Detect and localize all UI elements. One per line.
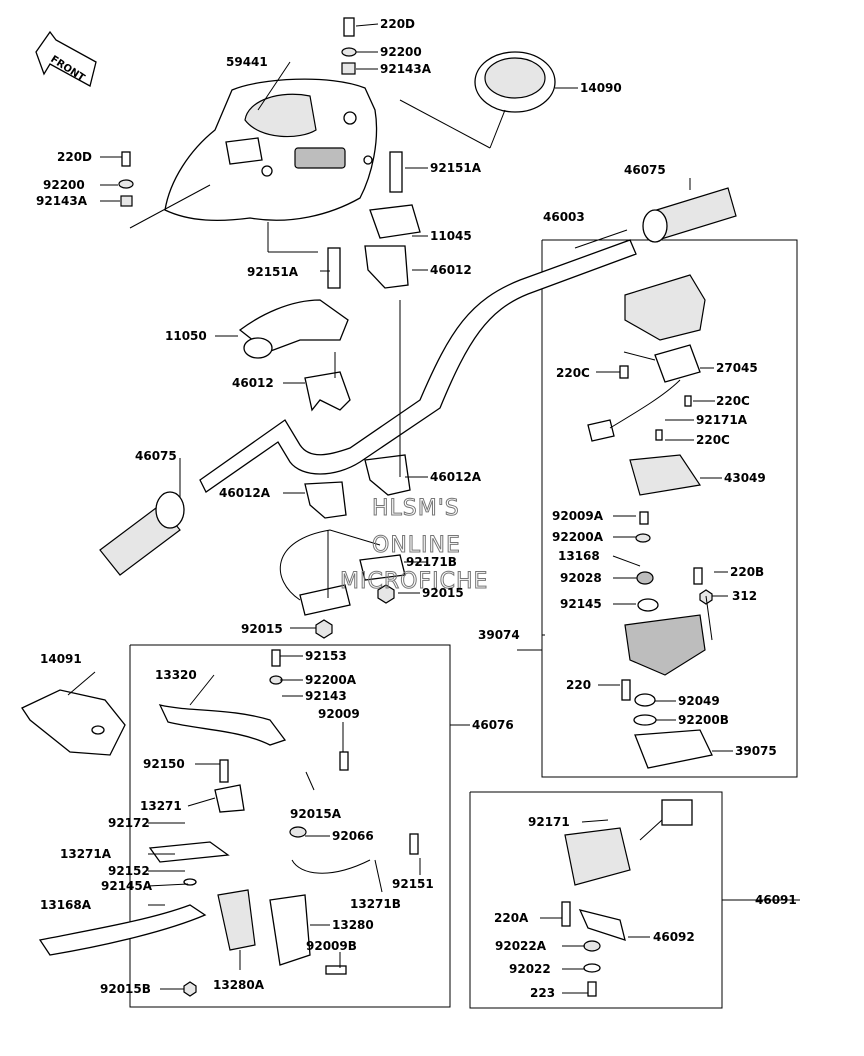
part-label-312: 312 bbox=[732, 589, 757, 603]
left-switch-housing bbox=[564, 799, 693, 941]
part-label-11045: 11045 bbox=[430, 229, 472, 243]
part-label-13271b: 13271B bbox=[350, 897, 401, 911]
part-label-220: 220 bbox=[566, 678, 591, 692]
part-label-46012a-right: 46012A bbox=[430, 470, 482, 484]
part-label-220d-top: 220D bbox=[380, 17, 415, 31]
part-label-14090: 14090 bbox=[580, 81, 622, 95]
part-label-92022a: 92022A bbox=[495, 939, 547, 953]
part-label-92028: 92028 bbox=[560, 571, 602, 585]
part-label-92015a: 92015A bbox=[290, 807, 342, 821]
fasteners bbox=[118, 17, 713, 997]
part-label-92171a: 92171A bbox=[696, 413, 748, 427]
part-label-223: 223 bbox=[530, 986, 555, 1000]
part-label-46012a-left: 46012A bbox=[219, 486, 271, 500]
part-label-92009b: 92009B bbox=[306, 939, 357, 953]
part-label-92022: 92022 bbox=[509, 962, 551, 976]
part-label-92009a: 92009A bbox=[552, 509, 604, 523]
bracket-and-cable bbox=[279, 529, 406, 639]
part-label-220c-left: 220C bbox=[556, 366, 590, 380]
part-label-43049: 43049 bbox=[724, 471, 766, 485]
part-label-92015b: 92015B bbox=[100, 982, 151, 996]
part-label-13320: 13320 bbox=[155, 668, 197, 682]
part-label-92066: 92066 bbox=[332, 829, 374, 843]
part-label-92153: 92153 bbox=[305, 649, 347, 663]
group-box-39074 bbox=[541, 239, 798, 778]
part-label-92152: 92152 bbox=[108, 864, 150, 878]
part-label-59441: 59441 bbox=[226, 55, 268, 69]
watermark-line-2: ONLINE bbox=[372, 533, 461, 558]
part-label-92015-left: 92015 bbox=[241, 622, 283, 636]
part-label-46076: 46076 bbox=[472, 718, 514, 732]
part-label-92151a-mid: 92151A bbox=[247, 265, 299, 279]
leader-lines bbox=[67, 23, 800, 994]
group-box-46091 bbox=[469, 791, 723, 1009]
part-label-220b: 220B bbox=[730, 565, 764, 579]
part-label-46091: 46091 bbox=[755, 893, 797, 907]
part-label-46012-top: 46012 bbox=[430, 263, 472, 277]
clutch-lever-assembly bbox=[38, 704, 371, 966]
part-label-92200-top: 92200 bbox=[380, 45, 422, 59]
front-arrow-icon: FRONT bbox=[35, 30, 97, 87]
emblem-cap bbox=[474, 51, 556, 113]
part-label-220a: 220A bbox=[494, 911, 529, 925]
handlebar-pipe bbox=[199, 239, 637, 493]
part-label-13280a: 13280A bbox=[213, 978, 265, 992]
part-label-92172: 92172 bbox=[108, 816, 150, 830]
cover-14091 bbox=[21, 689, 126, 756]
part-label-92145a: 92145A bbox=[101, 879, 153, 893]
group-box-46076 bbox=[129, 644, 451, 1008]
part-label-92009: 92009 bbox=[318, 707, 360, 721]
part-labels: 220D 92200 92143A 59441 14090 220D 92200 92143A… bbox=[36, 17, 797, 1000]
watermark-line-1: HLSM'S bbox=[372, 496, 460, 521]
part-label-92200b: 92200B bbox=[678, 713, 729, 727]
watermark: HLSM'S ONLINE MICROFICHE bbox=[340, 496, 488, 595]
part-label-92049: 92049 bbox=[678, 694, 720, 708]
part-label-13168: 13168 bbox=[558, 549, 600, 563]
part-label-13280: 13280 bbox=[332, 918, 374, 932]
part-label-92200-left: 92200 bbox=[43, 178, 85, 192]
part-label-92145: 92145 bbox=[560, 597, 602, 611]
part-label-92151a-top: 92151A bbox=[430, 161, 482, 175]
part-label-92151: 92151 bbox=[392, 877, 434, 891]
part-label-46075-right: 46075 bbox=[624, 163, 666, 177]
part-label-92200a-left: 92200A bbox=[305, 673, 357, 687]
part-label-46012-mid: 46012 bbox=[232, 376, 274, 390]
part-label-92015-right: 92015 bbox=[422, 586, 464, 600]
part-label-92143a-top: 92143A bbox=[380, 62, 432, 76]
part-label-92143a-left: 92143A bbox=[36, 194, 88, 208]
part-label-92171: 92171 bbox=[528, 815, 570, 829]
right-switch-housing bbox=[587, 274, 713, 769]
right-grip bbox=[642, 187, 737, 243]
watermark-line-3: MICROFICHE bbox=[340, 569, 488, 594]
part-label-92143: 92143 bbox=[305, 689, 347, 703]
part-label-13271a: 13271A bbox=[60, 847, 112, 861]
part-label-46003: 46003 bbox=[543, 210, 585, 224]
part-label-11050: 11050 bbox=[165, 329, 207, 343]
part-label-39074: 39074 bbox=[478, 628, 520, 642]
handlebar-holders bbox=[238, 204, 421, 519]
part-label-92150: 92150 bbox=[143, 757, 185, 771]
part-label-92171b: 92171B bbox=[406, 555, 457, 569]
part-label-13271: 13271 bbox=[140, 799, 182, 813]
part-label-220d-left: 220D bbox=[57, 150, 92, 164]
meter-housing bbox=[164, 78, 378, 222]
part-label-14091: 14091 bbox=[40, 652, 82, 666]
part-label-13168a: 13168A bbox=[40, 898, 92, 912]
part-label-92200a-right: 92200A bbox=[552, 530, 604, 544]
part-label-27045: 27045 bbox=[716, 361, 758, 375]
part-label-46092: 46092 bbox=[653, 930, 695, 944]
part-label-220c-low: 220C bbox=[696, 433, 730, 447]
part-label-46075-left: 46075 bbox=[135, 449, 177, 463]
left-grip bbox=[99, 491, 185, 576]
part-label-39075: 39075 bbox=[735, 744, 777, 758]
part-label-220c-mid: 220C bbox=[716, 394, 750, 408]
